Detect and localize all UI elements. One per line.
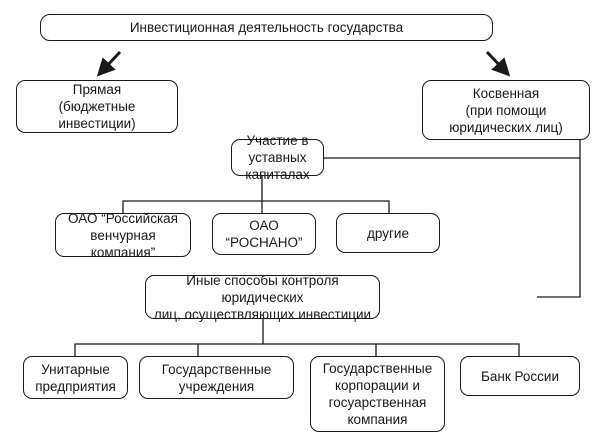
participation-node: Участие в уставных капиталах bbox=[231, 133, 324, 182]
indirect-investment-node: Косвенная (при помощи юридических лиц) bbox=[422, 80, 590, 140]
connector-other-bus bbox=[74, 343, 520, 356]
other-child-bank-of-russia: Банк России bbox=[460, 356, 580, 396]
connector-indirect-trunk bbox=[537, 140, 581, 298]
other-child-unitary: Унитарные предприятия bbox=[23, 356, 128, 399]
other-child-state-institutions: Государственные учреждения bbox=[139, 356, 294, 399]
direct-investment-node: Прямая (бюджетные инвестиции) bbox=[16, 80, 178, 133]
connector-participation-bus bbox=[122, 200, 390, 213]
other-control-node: Иные способы контроля юридических лиц, о… bbox=[145, 273, 380, 322]
participation-child-rvc: ОАО “Российская венчурная компания” bbox=[55, 211, 191, 260]
participation-child-other: другие bbox=[336, 213, 440, 253]
arrow-to-indirect bbox=[485, 50, 511, 77]
arrow-to-direct bbox=[96, 50, 122, 77]
root-node: Инвестиционная деятельность государства bbox=[40, 14, 493, 41]
other-child-state-corporations: Государственные корпорации и госуарствен… bbox=[310, 356, 445, 432]
participation-child-rosnano: ОАО “РОСНАНО” bbox=[212, 213, 316, 255]
